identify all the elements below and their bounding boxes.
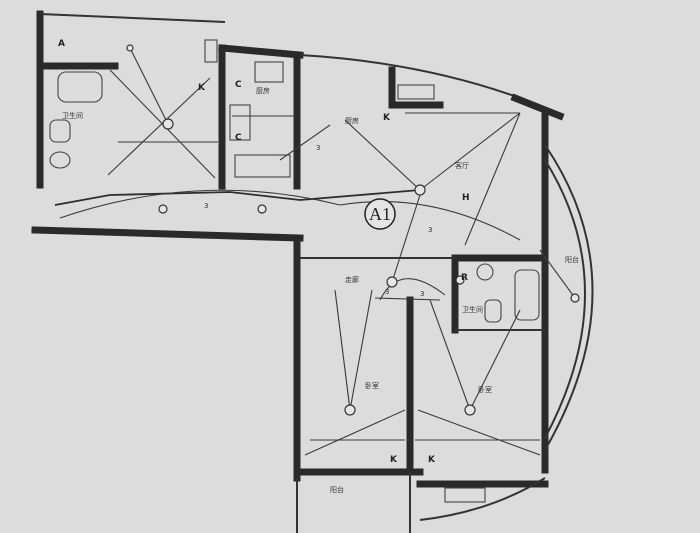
wall-kitchen-north (218, 44, 304, 59)
room-label-corridor: 走廊 (345, 275, 359, 284)
wire-count-4: 3 (385, 288, 389, 296)
room-label-living: 客厅 (455, 161, 469, 170)
label-a: A (58, 39, 65, 49)
wire-bed-left-1 (334, 289, 351, 411)
wire-count-3: 3 (428, 226, 432, 234)
room-label-bedroom-left: 卧室 (365, 381, 379, 390)
wire-bed-right-1 (429, 299, 471, 411)
small-basin-fixture (476, 263, 494, 281)
wire-bed-left-2 (349, 289, 373, 411)
stove-fixture (229, 104, 251, 141)
lamp-balcony-east (570, 293, 580, 303)
wire-bed-right-3 (417, 409, 541, 456)
unit-label: A1 (369, 204, 391, 224)
lamps (126, 44, 580, 416)
unit-badge: A1 (364, 198, 396, 230)
wire-living-2 (419, 112, 521, 191)
lamp-hall (386, 276, 398, 288)
lamp-small-bath (455, 275, 465, 285)
lamp-living (414, 184, 426, 196)
wire-hall-arc (379, 278, 446, 301)
small-toilet-fixture (484, 299, 502, 323)
wire-arc-1 (59, 189, 341, 219)
room-label-bedroom-right: 卧室 (478, 385, 492, 394)
labels: 卫生间 厨房 客厅 阳台 卧室 卧室 阳台 卫生间 厨房 走廊 K K K K … (58, 39, 579, 494)
switch-k-bed-right: K (428, 455, 436, 465)
wire-arc-2 (339, 201, 521, 241)
wall-north-bath (39, 13, 226, 23)
wall-south-curve (419, 477, 546, 521)
switch-k-living: K (383, 113, 391, 123)
lamp-bathroom (162, 118, 174, 130)
wall-south-left (31, 226, 304, 242)
south-storage-fixture (444, 487, 486, 503)
counter-fixture (234, 154, 291, 178)
small-bathtub-fixture (514, 269, 540, 321)
socket-c-2: C (235, 133, 242, 143)
room-label-kitchen: 厨房 (256, 86, 270, 95)
room-label-balcony-south: 阳台 (330, 485, 344, 494)
wire-count-1: 3 (204, 202, 208, 210)
wire-trunk (54, 189, 421, 206)
unit-badge-circle (364, 198, 396, 230)
lamp-corridor-2 (257, 204, 267, 214)
label-h: H (462, 193, 470, 203)
toilet-fixture (49, 119, 71, 143)
wire-kitchen-2 (279, 124, 331, 161)
bath-cabinet-fixture (204, 39, 218, 63)
wire-count-5: 3 (420, 290, 424, 298)
kitchen-sink-fixture (254, 61, 284, 83)
lamp-bath-top (126, 44, 134, 52)
socket-c-1: C (235, 80, 242, 90)
wire-living-1 (344, 119, 421, 191)
lamp-corridor-1 (158, 204, 168, 214)
wire-balcony-east (539, 249, 576, 299)
wire-bath-vert (129, 47, 169, 125)
storage-fixture (397, 84, 435, 100)
wall-north-curve (299, 54, 521, 99)
lamp-bedroom-left (344, 404, 356, 416)
fixtures (49, 39, 540, 503)
label-r: R (461, 273, 468, 283)
balcony-curve-outer (544, 144, 594, 451)
room-label-bathroom-small: 卫生间 (462, 305, 483, 314)
wire-living-3 (464, 112, 521, 246)
wire-living-5 (391, 194, 421, 283)
wire-bed-left-3 (304, 409, 406, 456)
basin-fixture (49, 151, 71, 169)
lamp-bedroom-right (464, 404, 476, 416)
wire-count-2: 3 (316, 144, 320, 152)
room-label-hall-small: 厨房 (345, 116, 359, 125)
wire-bed-right-2 (469, 309, 521, 411)
room-label-bathroom: 卫生间 (62, 111, 83, 120)
balcony-curve-inner (544, 159, 586, 439)
wire-bath-diag-2 (107, 77, 211, 176)
room-label-balcony-east: 阳台 (565, 255, 579, 264)
walls (31, 10, 594, 533)
switch-k-bath: K (198, 83, 206, 93)
switch-k-bed-left: K (390, 455, 398, 465)
wall-ne-corner (510, 93, 565, 121)
wire-hall (374, 297, 441, 301)
bathtub-fixture (57, 71, 103, 103)
wiring (54, 47, 576, 456)
